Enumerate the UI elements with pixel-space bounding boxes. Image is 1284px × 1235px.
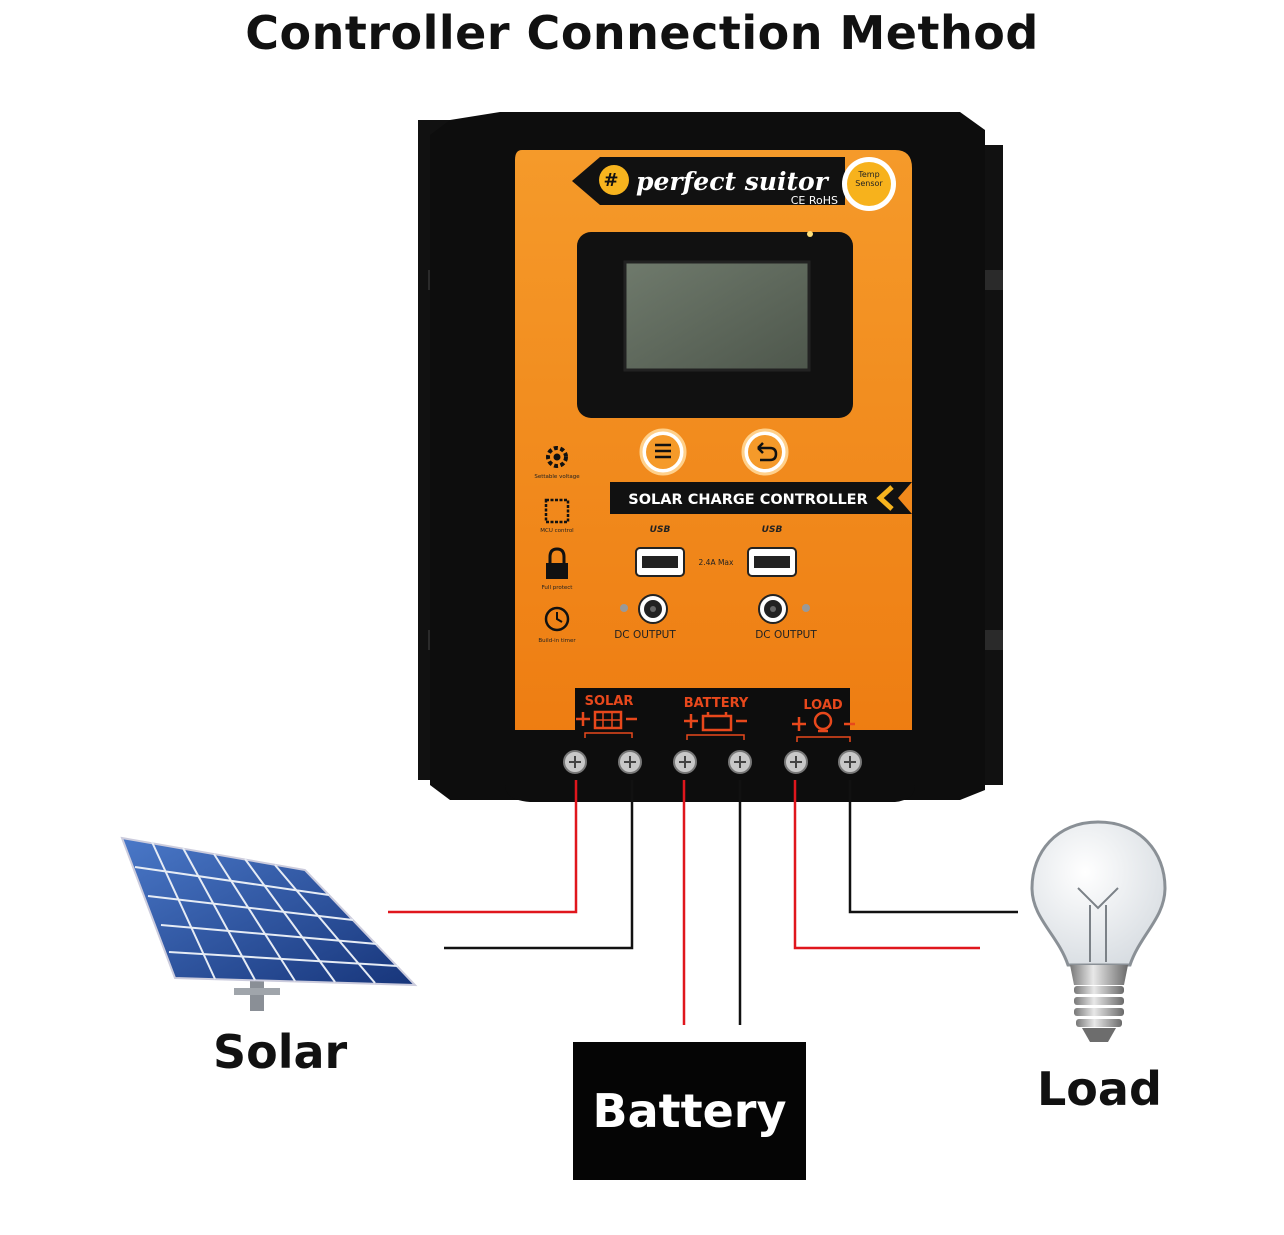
brand-name: perfect suitor: [636, 167, 830, 196]
terminal-label-load: LOAD: [803, 698, 843, 713]
solar-negative-wire: [444, 780, 634, 950]
svg-text:#: #: [603, 170, 618, 191]
feature-mcu-control: MCU control: [540, 498, 574, 534]
usb-ports: USB USB 2.4A Max: [635, 525, 797, 577]
menu-icon: [655, 443, 671, 459]
sun-logo-icon: [599, 165, 629, 195]
solar-label: Solar: [213, 1025, 348, 1079]
battery-symbol-icon: [701, 714, 733, 732]
brand-banner: # perfect suitor CE RoHS: [572, 157, 845, 207]
solar-panel-illustration: [120, 836, 418, 1011]
screw-solar-positive[interactable]: [563, 750, 587, 774]
terminal-label-battery: BATTERY: [684, 696, 749, 711]
dc-outputs: DC OUTPUT DC OUTPUT: [614, 594, 817, 641]
cert-marks: CE RoHS: [791, 194, 838, 207]
dc-output-right[interactable]: [758, 594, 788, 624]
light-bulb-illustration: [1030, 820, 1167, 1042]
usb-port-left[interactable]: [635, 547, 685, 577]
screw-battery-negative[interactable]: [728, 750, 752, 774]
dc-output-left[interactable]: [638, 594, 668, 624]
temp-sensor-label: Temp Sensor: [855, 170, 883, 188]
usb-max-label: 2.4A Max: [699, 558, 735, 567]
feature-list: Settable voltage MCU control Full protec…: [534, 446, 580, 644]
screw-load-positive[interactable]: [784, 750, 808, 774]
product-label: SOLAR CHARGE CONTROLLER: [628, 492, 868, 508]
clock-icon: [544, 606, 570, 632]
dc-output-label: DC OUTPUT: [755, 629, 817, 641]
screw-solar-negative[interactable]: [618, 750, 642, 774]
feature-label: Build-in timer: [538, 638, 576, 644]
feature-label: Full protect: [542, 585, 574, 591]
usb-port-right[interactable]: [747, 547, 797, 577]
usb-logo: USB: [650, 525, 671, 535]
load-label: Load: [1037, 1062, 1162, 1116]
lcd-screen: [623, 260, 811, 372]
feature-label: MCU control: [540, 528, 574, 534]
feature-label: Settable voltage: [534, 474, 580, 480]
dc-output-label: DC OUTPUT: [614, 629, 676, 641]
terminal-block: [505, 688, 915, 802]
terminal-label-solar: SOLAR: [585, 694, 634, 709]
product-label-banner: SOLAR CHARGE CONTROLLER: [610, 482, 912, 514]
feature-full-protect: Full protect: [542, 547, 574, 591]
terminal-screws: [563, 750, 862, 774]
load-positive-wire: [793, 780, 980, 950]
load-negative-wire: [848, 780, 1018, 914]
usb-logo: USB: [762, 525, 783, 535]
feature-build-in-timer: Build-in timer: [538, 606, 576, 644]
gear-icon: [546, 446, 568, 468]
lcd-display: [577, 231, 853, 418]
wires: [388, 780, 1018, 1025]
back-button[interactable]: [741, 428, 789, 476]
return-icon: [757, 442, 778, 462]
temp-sensor-port: Temp Sensor: [842, 157, 896, 211]
lock-icon: [546, 563, 568, 579]
lamp-symbol-icon: [813, 711, 833, 731]
battery-box: Battery: [573, 1042, 806, 1180]
feature-settable-voltage: Settable voltage: [534, 446, 580, 480]
screw-battery-positive[interactable]: [673, 750, 697, 774]
terminal-symbols: [576, 710, 855, 742]
page-title: Controller Connection Method: [245, 6, 1039, 60]
screw-load-negative[interactable]: [838, 750, 862, 774]
menu-button[interactable]: [639, 428, 687, 476]
chip-icon: [544, 498, 570, 524]
battery-label: Battery: [592, 1084, 787, 1138]
solar-positive-wire: [388, 780, 578, 914]
terminal-labels: SOLAR BATTERY LOAD: [585, 694, 843, 713]
